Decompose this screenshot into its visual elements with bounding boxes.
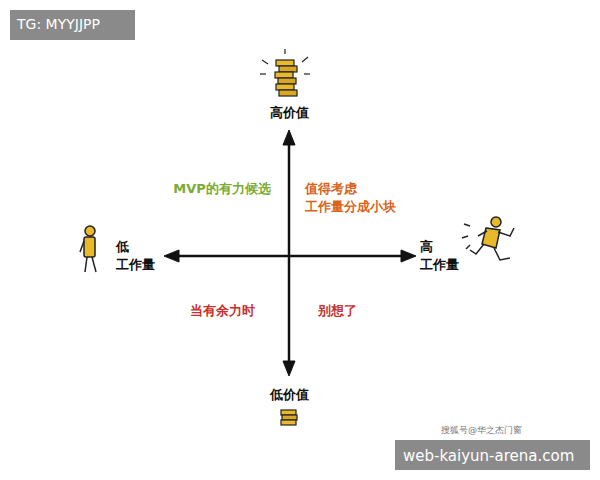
quadrant-label: 别想了 (318, 302, 357, 320)
watermark-bg (10, 10, 135, 40)
quadrant-label: 值得考虑 工作量分成小块 (305, 180, 409, 215)
axes (164, 130, 416, 376)
axis-label: 高 工作量 (420, 238, 463, 273)
axis-label: 高价值 (270, 104, 309, 122)
watermark-bg (395, 440, 590, 470)
watermark: 搜狐号@华之杰门窗 (441, 424, 522, 436)
coin-stack-low (281, 410, 297, 425)
axis-label: 低价值 (270, 386, 309, 404)
coin-stack-high (260, 49, 310, 96)
watermark: TG: MYYJJPP (17, 15, 100, 34)
watermark: web-kaiyun-arena.com (403, 446, 574, 466)
quadrant-label: MVP的有力候选 (173, 180, 271, 198)
quadrant-label: 当有余力时 (190, 302, 255, 320)
running-figure (462, 217, 514, 260)
axis-label: 低 工作量 (116, 238, 159, 273)
standing-figure (80, 226, 96, 272)
